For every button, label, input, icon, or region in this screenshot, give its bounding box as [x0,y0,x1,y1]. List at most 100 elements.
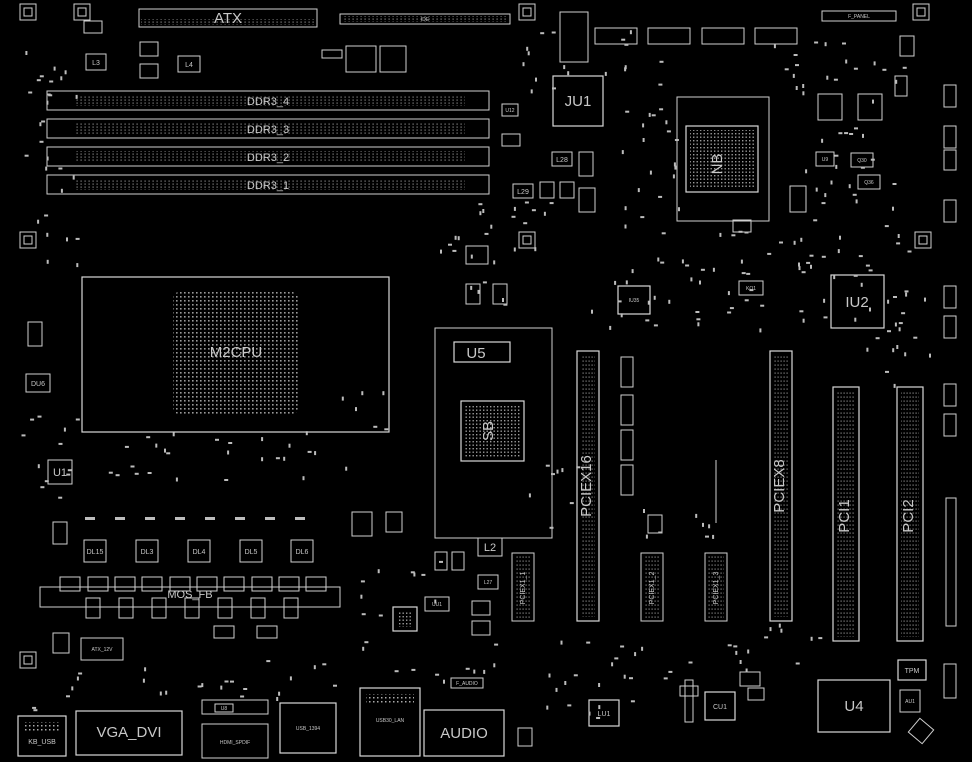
smd-pad [124,445,129,448]
smd-pad [134,472,139,475]
smd-pad [814,41,819,44]
smd-pad [66,237,68,242]
smd-pad [64,70,67,75]
smd-pad [598,683,601,687]
smd-pad [784,68,789,71]
smd-pad [75,237,80,240]
smd-pad [513,206,516,211]
cu1-chip: CU1 [704,671,765,721]
l2-label: L2 [484,542,496,554]
pci1-label: PCI1 [836,499,853,532]
pciex1-1-slot: PCIEX1_1 [511,552,535,622]
smd-pad [483,669,486,674]
smd-pad [155,443,158,448]
ddr3-1-label: DDR3_1 [247,180,289,192]
smd-pad [75,418,80,421]
smd-pad [896,345,899,349]
smd-pad [46,232,49,237]
smd-pad [733,645,738,648]
smd-pad [410,571,415,574]
smd-pad [884,225,889,228]
uu1-label: UU1 [432,602,442,608]
cpu-socket: M2CPU [81,276,390,433]
sb-label: SB [480,421,497,441]
smd-pad [53,66,56,71]
smd-pad [382,391,385,396]
smd-pad [289,676,292,681]
smd-pad [39,75,44,78]
smd-pad [893,296,897,298]
smd-pad [165,690,168,695]
northbridge: NB [676,96,770,222]
lu1-chip: LU1 [588,699,620,727]
smd-pad [802,84,805,88]
smd-pad [702,522,704,527]
f-panel-label: F_PANEL [848,14,870,20]
smd-pad [411,668,416,671]
smd-pad [809,254,814,257]
audio-label: AUDIO [440,725,488,742]
ddr3-2-label: DDR3_2 [247,152,289,164]
smd-pad [625,110,630,113]
smd-pad [624,206,627,211]
smd-pad [821,202,826,205]
kq1-label: KQ1 [746,286,756,292]
smd-pad [482,209,485,213]
smd-pad [740,259,743,264]
smd-pad [526,46,529,51]
smd-pad [830,180,833,185]
smd-pad [147,472,152,474]
smd-pad [215,438,219,441]
smd-pad [746,272,751,275]
smd-pad [44,480,49,483]
smd-pad [243,688,248,690]
smd-pad [913,336,918,339]
pci1-slot: PCI1 [832,386,860,642]
hdmi-spdif-label: HDMI_SPDIF [220,740,250,746]
smd-pad [668,299,671,304]
smd-pad [586,641,591,644]
smd-pad [629,30,632,35]
smd-pad [798,262,800,267]
smd-pad [494,643,499,646]
smd-pad [823,298,826,303]
smd-pad [769,627,772,632]
smd-pad [25,51,28,55]
smd-pad [824,42,827,47]
smd-pad [355,407,357,412]
smd-pad [745,668,748,673]
ju1-label: JU1 [565,93,592,110]
smd-pad [643,509,645,513]
vga-dvi-port: VGA_DVI [75,710,183,756]
smd-pad [705,535,709,538]
smd-pad [482,281,487,284]
smd-pad [839,235,841,240]
smd-pad [719,232,722,237]
pci2-slot: PCI2 [896,386,924,642]
q36-label: Q36 [864,180,874,186]
smd-pad [58,496,63,499]
smd-pad [21,434,26,437]
smd-pad [731,234,736,237]
dl15-label: DL15 [87,549,104,556]
smd-pad [824,193,827,198]
smd-pad [792,73,795,78]
smd-pad [205,517,215,520]
smd-pad [46,259,49,264]
smd-pad [49,80,54,83]
smd-pad [588,711,591,716]
kq1-part: KQ1 [738,280,764,296]
smd-pad [882,68,887,71]
ide-connector: IDE [339,13,511,25]
smd-pad [548,673,551,678]
smd-pad [640,216,645,219]
smd-pad [833,78,838,81]
smd-pad [224,479,229,481]
smd-pad [76,263,79,268]
smd-pad [659,60,664,63]
smd-pad [66,695,70,698]
q30-label: Q30 [857,158,867,164]
smd-pad [862,133,864,138]
smd-pad [653,295,656,300]
smd-pad [543,211,546,216]
